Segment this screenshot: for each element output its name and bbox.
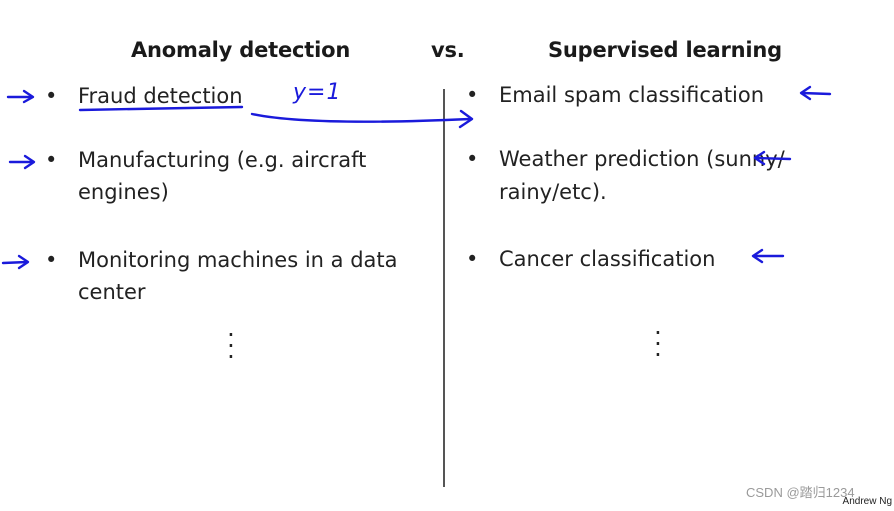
connecting-arrow-icon [250, 109, 474, 129]
left-item-text-continued: engines) [78, 180, 169, 204]
bullet-marker: • [45, 248, 58, 272]
left-arrow-icon [8, 154, 36, 170]
bullet-marker: • [45, 148, 58, 172]
left-vertical-ellipsis: ··· [227, 321, 235, 371]
left-arrow-icon [1, 254, 30, 270]
left-item-text-continued: center [78, 280, 146, 304]
bullet-marker: • [466, 147, 479, 171]
right-item-text: Email spam classification [499, 83, 765, 107]
left-item-text: Fraud detection [78, 84, 243, 108]
left-item-text: Manufacturing (e.g. aircraft [78, 148, 367, 172]
right-item-text-continued: rainy/etc). [499, 180, 607, 204]
right-item-text: Weather prediction (sunny/ [499, 147, 785, 171]
heading-anomaly-detection: Anomaly detection [131, 38, 351, 62]
bullet-marker: • [466, 247, 479, 271]
heading-vs: vs. [431, 38, 465, 62]
handwritten-y-equals-1: y=1 [293, 80, 342, 105]
left-item-text: Monitoring machines in a data [78, 248, 398, 272]
bullet-marker: • [466, 83, 479, 107]
right-vertical-ellipsis: ··· [654, 319, 662, 369]
left-arrow-icon [6, 89, 35, 104]
author-credit: Andrew Ng [842, 496, 892, 507]
back-arrow-icon [751, 248, 785, 264]
bullet-marker: • [45, 84, 58, 108]
csdn-watermark: CSDN @踏归1234 [746, 485, 855, 500]
back-arrow-icon [799, 85, 832, 101]
right-item-text: Cancer classification [499, 247, 716, 271]
column-divider [443, 89, 445, 487]
heading-supervised-learning: Supervised learning [548, 38, 782, 62]
